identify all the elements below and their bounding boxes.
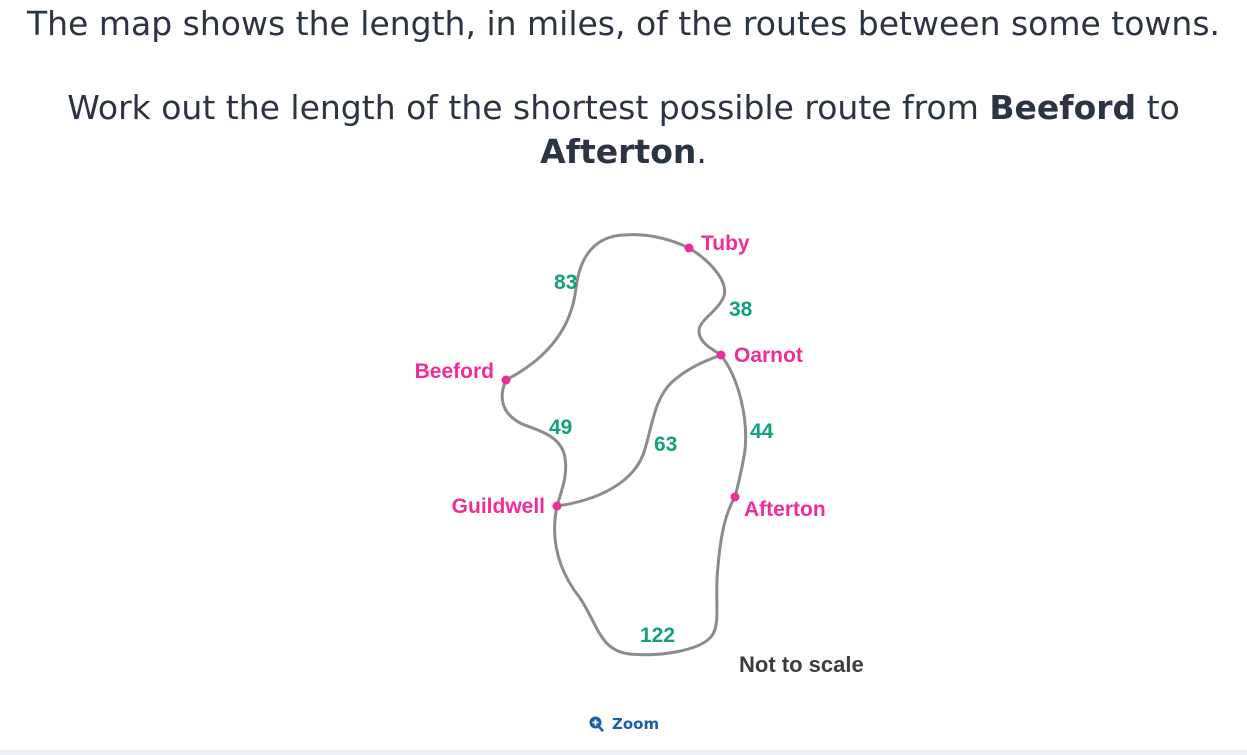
town-label-tuby: Tuby xyxy=(701,232,750,255)
route-beeford-guildwell xyxy=(500,378,568,508)
distance-label-beeford-tuby: 83 xyxy=(554,271,577,294)
route-oarnot-afterton xyxy=(719,353,748,499)
bottom-divider xyxy=(0,750,1247,755)
town-dot-beeford xyxy=(501,375,511,385)
question-start-town: Beeford xyxy=(989,88,1137,127)
route-beeford-tuby xyxy=(504,233,691,382)
distance-label-tuby-oarnot: 38 xyxy=(729,298,753,321)
question-text-middle: to xyxy=(1136,88,1180,127)
zoom-button[interactable]: Zoom xyxy=(588,715,659,733)
zoom-label: Zoom xyxy=(612,715,660,733)
route-guildwell-oarnot xyxy=(555,353,723,508)
town-dot-oarnot xyxy=(716,350,726,360)
route-tuby-oarnot xyxy=(687,246,727,357)
route-guildwell-afterton xyxy=(553,495,737,657)
town-label-guildwell: Guildwell xyxy=(452,495,545,518)
question-text-suffix: . xyxy=(696,132,707,171)
question-line-1: The map shows the length, in miles, of t… xyxy=(26,4,1221,43)
town-dot-afterton xyxy=(730,492,740,502)
town-dot-tuby xyxy=(684,243,694,253)
distance-label-guildwell-afterton: 122 xyxy=(640,624,675,647)
question-line-2: Work out the length of the shortest poss… xyxy=(0,86,1247,174)
not-to-scale-note: Not to scale xyxy=(739,652,864,677)
town-dot-guildwell xyxy=(552,501,562,511)
question-end-town: Afterton xyxy=(540,132,697,171)
distance-label-beeford-guildwell: 49 xyxy=(549,416,572,439)
zoom-in-icon xyxy=(589,716,604,732)
distance-label-oarnot-afterton: 44 xyxy=(750,420,774,443)
town-label-afterton: Afterton xyxy=(744,498,826,521)
town-label-oarnot: Oarnot xyxy=(734,344,803,367)
distance-label-guildwell-oarnot: 63 xyxy=(654,433,677,456)
question-text-prefix: Work out the length of the shortest poss… xyxy=(67,88,990,127)
town-label-beeford: Beeford xyxy=(415,360,494,383)
